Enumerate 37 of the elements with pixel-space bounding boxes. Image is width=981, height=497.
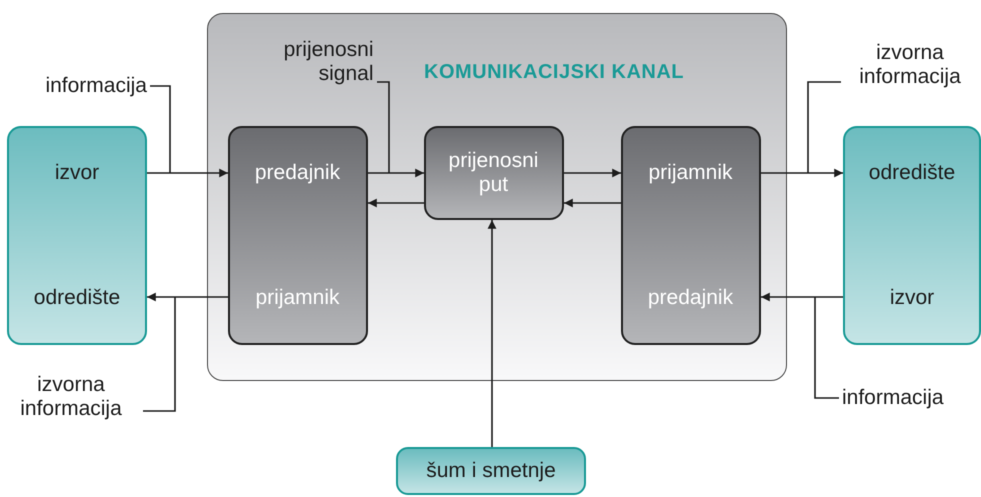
- endpoint-box: [843, 126, 981, 345]
- box-label: odredište: [868, 161, 956, 185]
- arrow: [368, 168, 424, 178]
- arrow: [147, 168, 228, 178]
- noise-box: [396, 447, 586, 495]
- arrow: [761, 168, 843, 178]
- transceiver-box: [620, 126, 760, 344]
- arrow: [147, 292, 228, 302]
- arrow: [761, 292, 843, 302]
- arrow: [488, 220, 496, 447]
- transceiver-box: [228, 126, 368, 344]
- leader-line: [807, 81, 841, 173]
- box-label: predajnik: [254, 160, 340, 184]
- channel-title: KOMUNIKACIJSKI KANAL: [424, 60, 684, 84]
- arrow: [564, 168, 621, 178]
- callout-text: izvorna informacija: [844, 34, 976, 96]
- channel-box: [207, 13, 787, 381]
- box-label: predajnik: [648, 286, 734, 310]
- callout-text: prijenosni signal: [278, 36, 374, 88]
- box-label: prijamnik: [648, 160, 733, 184]
- leader-line: [377, 81, 390, 173]
- leader-line: [150, 85, 171, 173]
- leader-line: [814, 297, 839, 399]
- arrow: [368, 198, 424, 208]
- box-label: šum i smetnje: [426, 459, 556, 483]
- callout-text: informacija: [842, 384, 980, 412]
- path-box: [424, 126, 564, 220]
- callout-text: informacija: [14, 73, 147, 99]
- leader-line: [143, 297, 176, 412]
- box-label: prijamnik: [255, 286, 340, 310]
- callout-text: izvorna informacija: [2, 366, 140, 428]
- box-label: odredište: [34, 286, 120, 310]
- box-label: izvor: [890, 286, 934, 310]
- box-label: prijenosni put: [448, 148, 540, 196]
- endpoint-box: [7, 126, 147, 345]
- arrow: [564, 198, 621, 208]
- box-label: izvor: [54, 161, 100, 185]
